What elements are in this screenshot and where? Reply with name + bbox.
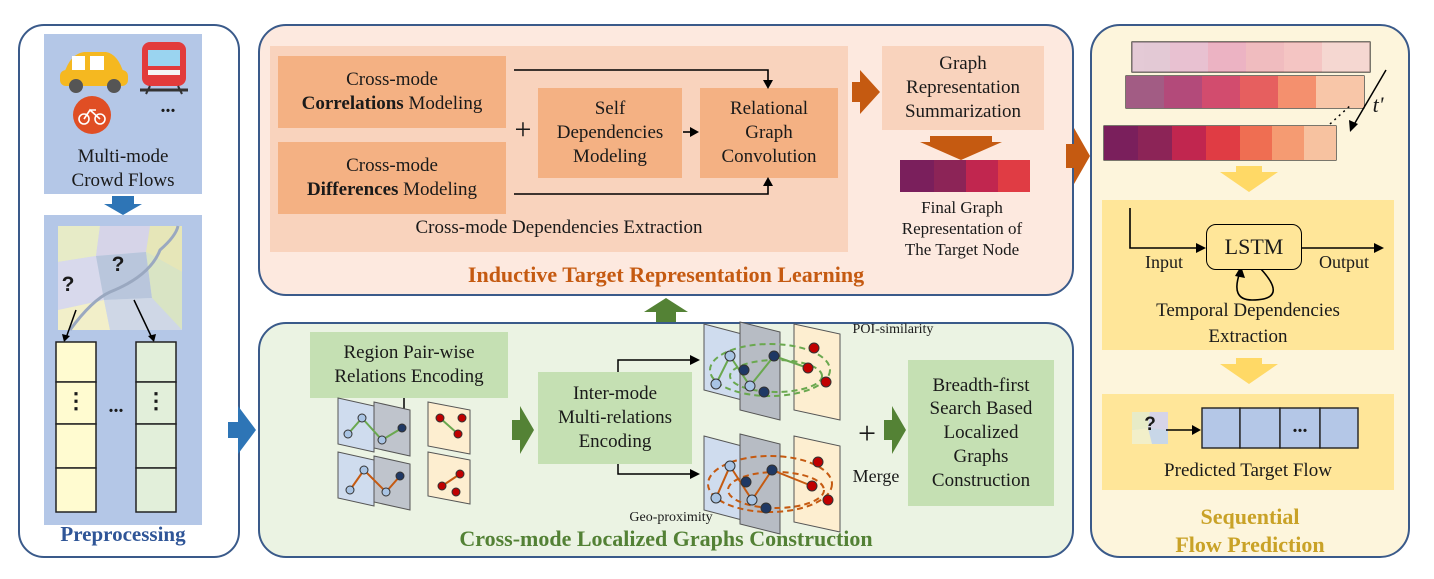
final-representation-line3: The Target Node <box>904 240 1020 259</box>
merge-label: Merge <box>852 466 900 486</box>
final-representation-line2: Representation of <box>901 219 1023 238</box>
sequence-down-arrow <box>1220 166 1278 192</box>
transport-ellipsis: ... <box>160 95 176 117</box>
output-label: Output <box>1318 252 1369 272</box>
map-unknown-mark-1: ? <box>61 273 75 296</box>
train-icon <box>140 42 188 95</box>
differences-line1: Cross-mode <box>346 155 438 177</box>
sequential-title-line2: Flow Prediction <box>1175 532 1325 557</box>
input-label: Input <box>1145 252 1183 272</box>
relational-graph-convolution-box: Relational Graph Convolution <box>700 88 838 178</box>
bfs-localized-graphs-box: Breadth-first Search Based Localized Gra… <box>908 360 1054 506</box>
columns-ellipsis: ... <box>108 395 124 417</box>
flows-label-line1: Multi-mode <box>77 146 169 167</box>
left-column-vdots: ⋮ <box>65 388 87 413</box>
map-unknown-mark-2: ? <box>111 253 125 276</box>
dependencies-extraction-label: Cross-mode Dependencies Extraction <box>415 217 703 238</box>
correlations-modeling-box: Cross-mode Correlations Modeling <box>278 56 506 128</box>
lstm-cell: LSTM <box>1206 224 1302 270</box>
time-step-label: t' <box>1372 92 1384 117</box>
preprocess-down-arrow <box>104 196 142 215</box>
correlations-line1: Cross-mode <box>346 69 438 91</box>
predicted-flow-sequence <box>1201 407 1359 449</box>
localized-graphs-title: Cross-mode Localized Graphs Construction <box>459 526 873 551</box>
right-flow-column <box>135 341 177 513</box>
geo-proximity-graph <box>703 433 841 535</box>
region-relations-box: Region Pair-wise Relations Encoding <box>310 332 508 398</box>
right-column-vdots: ⋮ <box>145 388 167 413</box>
differences-modeling-box: Cross-mode Differences Modeling <box>278 142 506 214</box>
geo-proximity-label: Geo-proximity <box>629 510 713 525</box>
predicted-target-mark: ? <box>1144 414 1156 435</box>
merge-plus-sign: + <box>857 415 877 451</box>
city-map-image <box>58 225 182 331</box>
sequential-title-line1: Sequential <box>1200 504 1300 529</box>
predicted-sequence-ellipsis: ... <box>1292 415 1308 437</box>
correlations-line2: Correlations Modeling <box>301 93 483 114</box>
inter-mode-encoding-box: Inter-mode Multi-relations Encoding <box>538 372 692 464</box>
modeling-plus-sign: + <box>514 113 532 146</box>
bike-icon <box>73 96 111 134</box>
to-summarization-arrow <box>852 70 880 114</box>
temporal-label-line2: Extraction <box>1208 326 1288 347</box>
left-flow-column <box>55 341 97 513</box>
differences-line2: Differences Modeling <box>306 179 478 200</box>
poi-similarity-graph <box>703 321 841 421</box>
temporal-label-line1: Temporal Dependencies <box>1156 300 1340 321</box>
self-dependencies-box: Self Dependencies Modeling <box>538 88 682 178</box>
to-inter-mode-arrow <box>512 406 534 454</box>
graph-summarization-box: Graph Representation Summarization <box>882 46 1044 130</box>
merge-arrow <box>884 406 906 454</box>
car-icon <box>60 52 128 93</box>
preprocessing-title: Preprocessing <box>60 522 186 546</box>
upper-graph-layers <box>337 397 471 457</box>
final-representation-line1: Final Graph <box>921 198 1003 217</box>
target-region-thumbnail <box>1132 412 1168 444</box>
predicted-flow-label: Predicted Target Flow <box>1164 460 1332 481</box>
summarization-down-arrow <box>920 136 1002 160</box>
poi-similarity-label: POI-similarity <box>852 322 934 337</box>
inductive-title: Inductive Target Representation Learning <box>467 262 865 287</box>
lower-graph-layers <box>337 451 471 511</box>
flows-label-line2: Crowd Flows <box>71 170 175 191</box>
prediction-down-arrow <box>1220 358 1278 384</box>
